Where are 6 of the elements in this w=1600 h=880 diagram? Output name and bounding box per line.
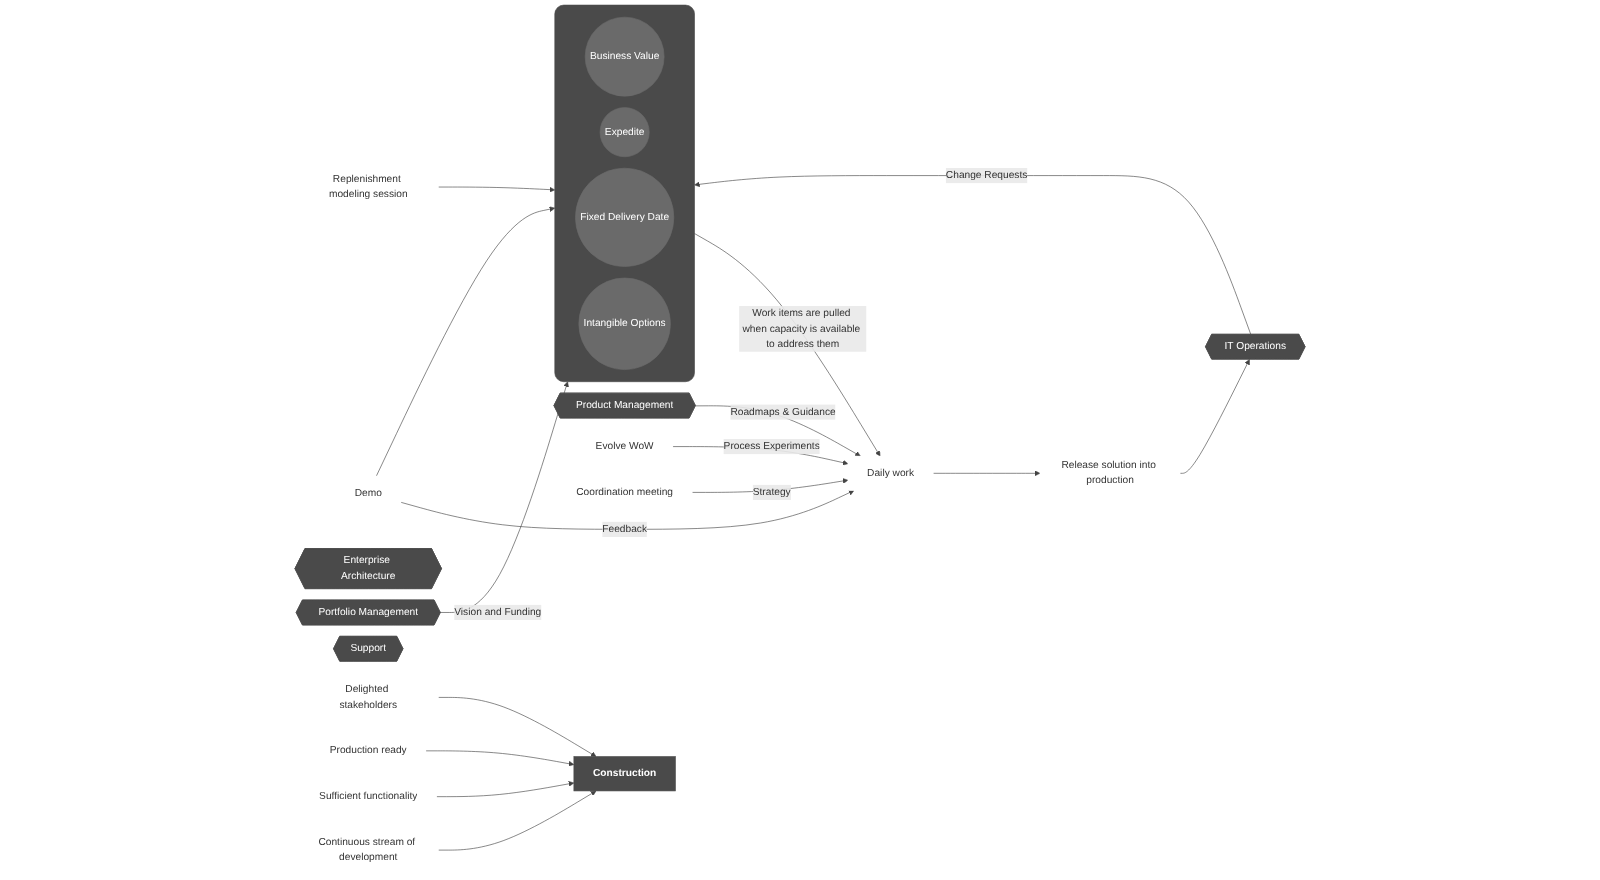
node-box (573, 756, 676, 792)
cluster (554, 4, 695, 382)
node-circle (599, 107, 650, 158)
node-circle (578, 277, 671, 370)
node-circle (584, 16, 665, 97)
node-circle (575, 167, 675, 267)
